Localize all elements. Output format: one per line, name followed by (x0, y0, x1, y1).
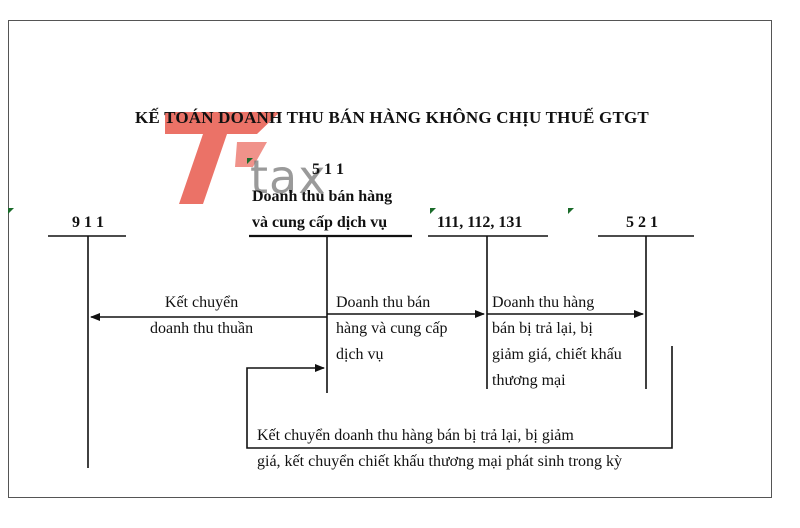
account-111-112-131-code: 111, 112, 131 (437, 214, 523, 231)
corner-mark (568, 208, 574, 214)
diagram-title: KẾ TOÁN DOANH THU BÁN HÀNG KHÔNG CHỊU TH… (135, 108, 649, 127)
account-511-name-line2: và cung cấp dịch vụ (252, 214, 388, 231)
account-511-code: 5 1 1 (312, 161, 344, 178)
label-close-returns: Kết chuyển doanh thu hàng bán bị trả lại… (257, 427, 623, 470)
arrow-close-returns (246, 346, 673, 449)
corner-mark (247, 158, 253, 164)
diagram-frame (8, 20, 772, 498)
corner-mark (8, 208, 14, 214)
label-returns-discounts: Doanh thu hàng bán bị trả lại, bị giảm g… (492, 294, 622, 389)
watermark-text: tax (250, 150, 327, 204)
account-911-code: 9 1 1 (72, 214, 104, 231)
label-close-net-revenue: Kết chuyển doanh thu thuần (150, 294, 254, 337)
tax-logo-icon (165, 112, 280, 204)
account-511-name-line1: Doanh thu bán hàng (252, 188, 393, 205)
corner-mark (430, 208, 436, 214)
account-521-code: 5 2 1 (626, 214, 658, 231)
label-sales-revenue: Doanh thu bán hàng và cung cấp dịch vụ (336, 294, 448, 363)
